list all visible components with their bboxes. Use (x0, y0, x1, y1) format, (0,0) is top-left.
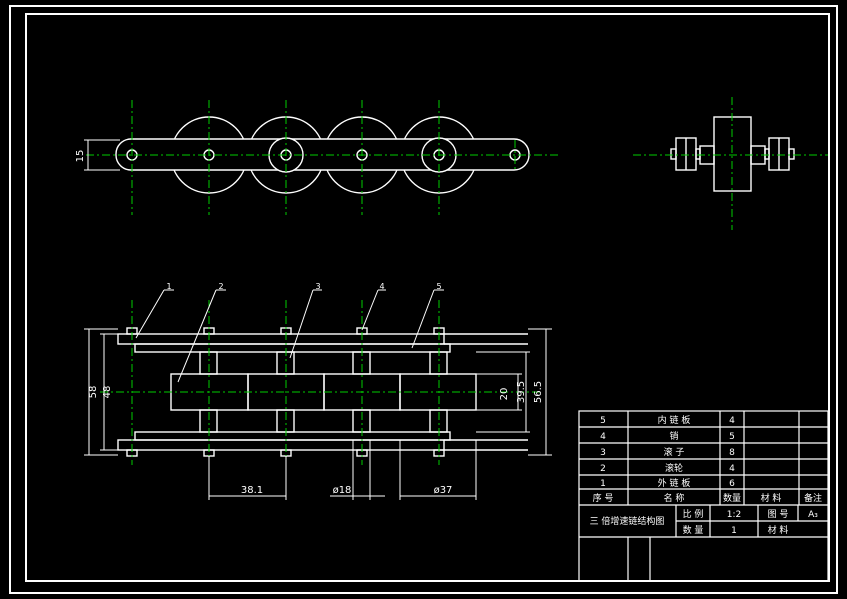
drawing-title: 三 倍增速链结构图 (590, 515, 665, 527)
part-name: 外 链 板 (658, 477, 691, 489)
outer-border (9, 5, 838, 594)
dim-height (84, 139, 120, 171)
dim-label-20: 20 (499, 388, 510, 401)
front-view-centerlines (86, 100, 560, 215)
header-qty: 数量 (723, 492, 741, 504)
part-qty: 8 (729, 448, 735, 458)
part-name: 滚 子 (664, 446, 685, 458)
balloon-label: 3 (315, 282, 320, 291)
balloon-label: 1 (166, 282, 171, 291)
drawing-no-value: A₃ (808, 510, 818, 520)
header-name: 名 称 (664, 492, 685, 504)
part-no: 5 (600, 416, 606, 426)
part-no: 3 (600, 448, 606, 458)
balloon-label: 5 (436, 282, 441, 291)
leader-lines (135, 289, 444, 383)
dim-label-56-5: 56.5 (533, 381, 544, 403)
balloon-label: 4 (379, 282, 384, 291)
drawing-no-label: 图 号 (768, 509, 789, 520)
header-note: 备注 (804, 492, 822, 504)
part-qty: 4 (729, 416, 735, 426)
header-material: 材 料 (761, 492, 782, 504)
part-name: 滚轮 (665, 462, 683, 474)
side-view-centerlines (633, 97, 828, 230)
dim-label-pitch: 38.1 (241, 485, 263, 496)
part-no: 1 (600, 479, 606, 489)
parts-list-grid (578, 410, 829, 582)
part-no: 4 (600, 432, 606, 442)
scale-value: 1:2 (727, 510, 741, 520)
scale-label: 比 例 (683, 508, 704, 520)
header-no: 序 号 (593, 492, 614, 504)
parts-rows: 5 内 链 板 4 4 销 5 3 滚 子 8 2 滚轮 4 1 外 链 板 6… (593, 414, 822, 504)
dim-label-roller-dia: ø37 (434, 485, 453, 496)
material-label: 材 料 (768, 524, 789, 536)
dim-label-48: 48 (102, 386, 113, 399)
part-no: 2 (600, 464, 606, 474)
part-qty: 5 (729, 432, 735, 442)
dim-label-39-5: 39.5 (516, 381, 527, 403)
dim-label-15: 15 (75, 150, 86, 163)
dim-label-58: 58 (88, 386, 99, 399)
plan-view (117, 327, 528, 457)
part-name: 内 链 板 (658, 414, 691, 426)
balloon-label: 2 (218, 282, 223, 291)
qty-value: 1 (731, 526, 737, 536)
part-name: 销 (669, 430, 678, 442)
qty-label: 数 量 (683, 524, 704, 536)
part-qty: 6 (729, 479, 735, 489)
part-qty: 4 (729, 464, 735, 474)
inner-border (25, 13, 830, 582)
plan-dims (84, 328, 552, 500)
title-block: 三 倍增速链结构图 比 例 1:2 图 号 A₃ 数 量 1 材 料 (590, 508, 819, 536)
plan-view-centerlines (100, 300, 540, 465)
dim-label-pin-dia: ø18 (333, 485, 352, 496)
